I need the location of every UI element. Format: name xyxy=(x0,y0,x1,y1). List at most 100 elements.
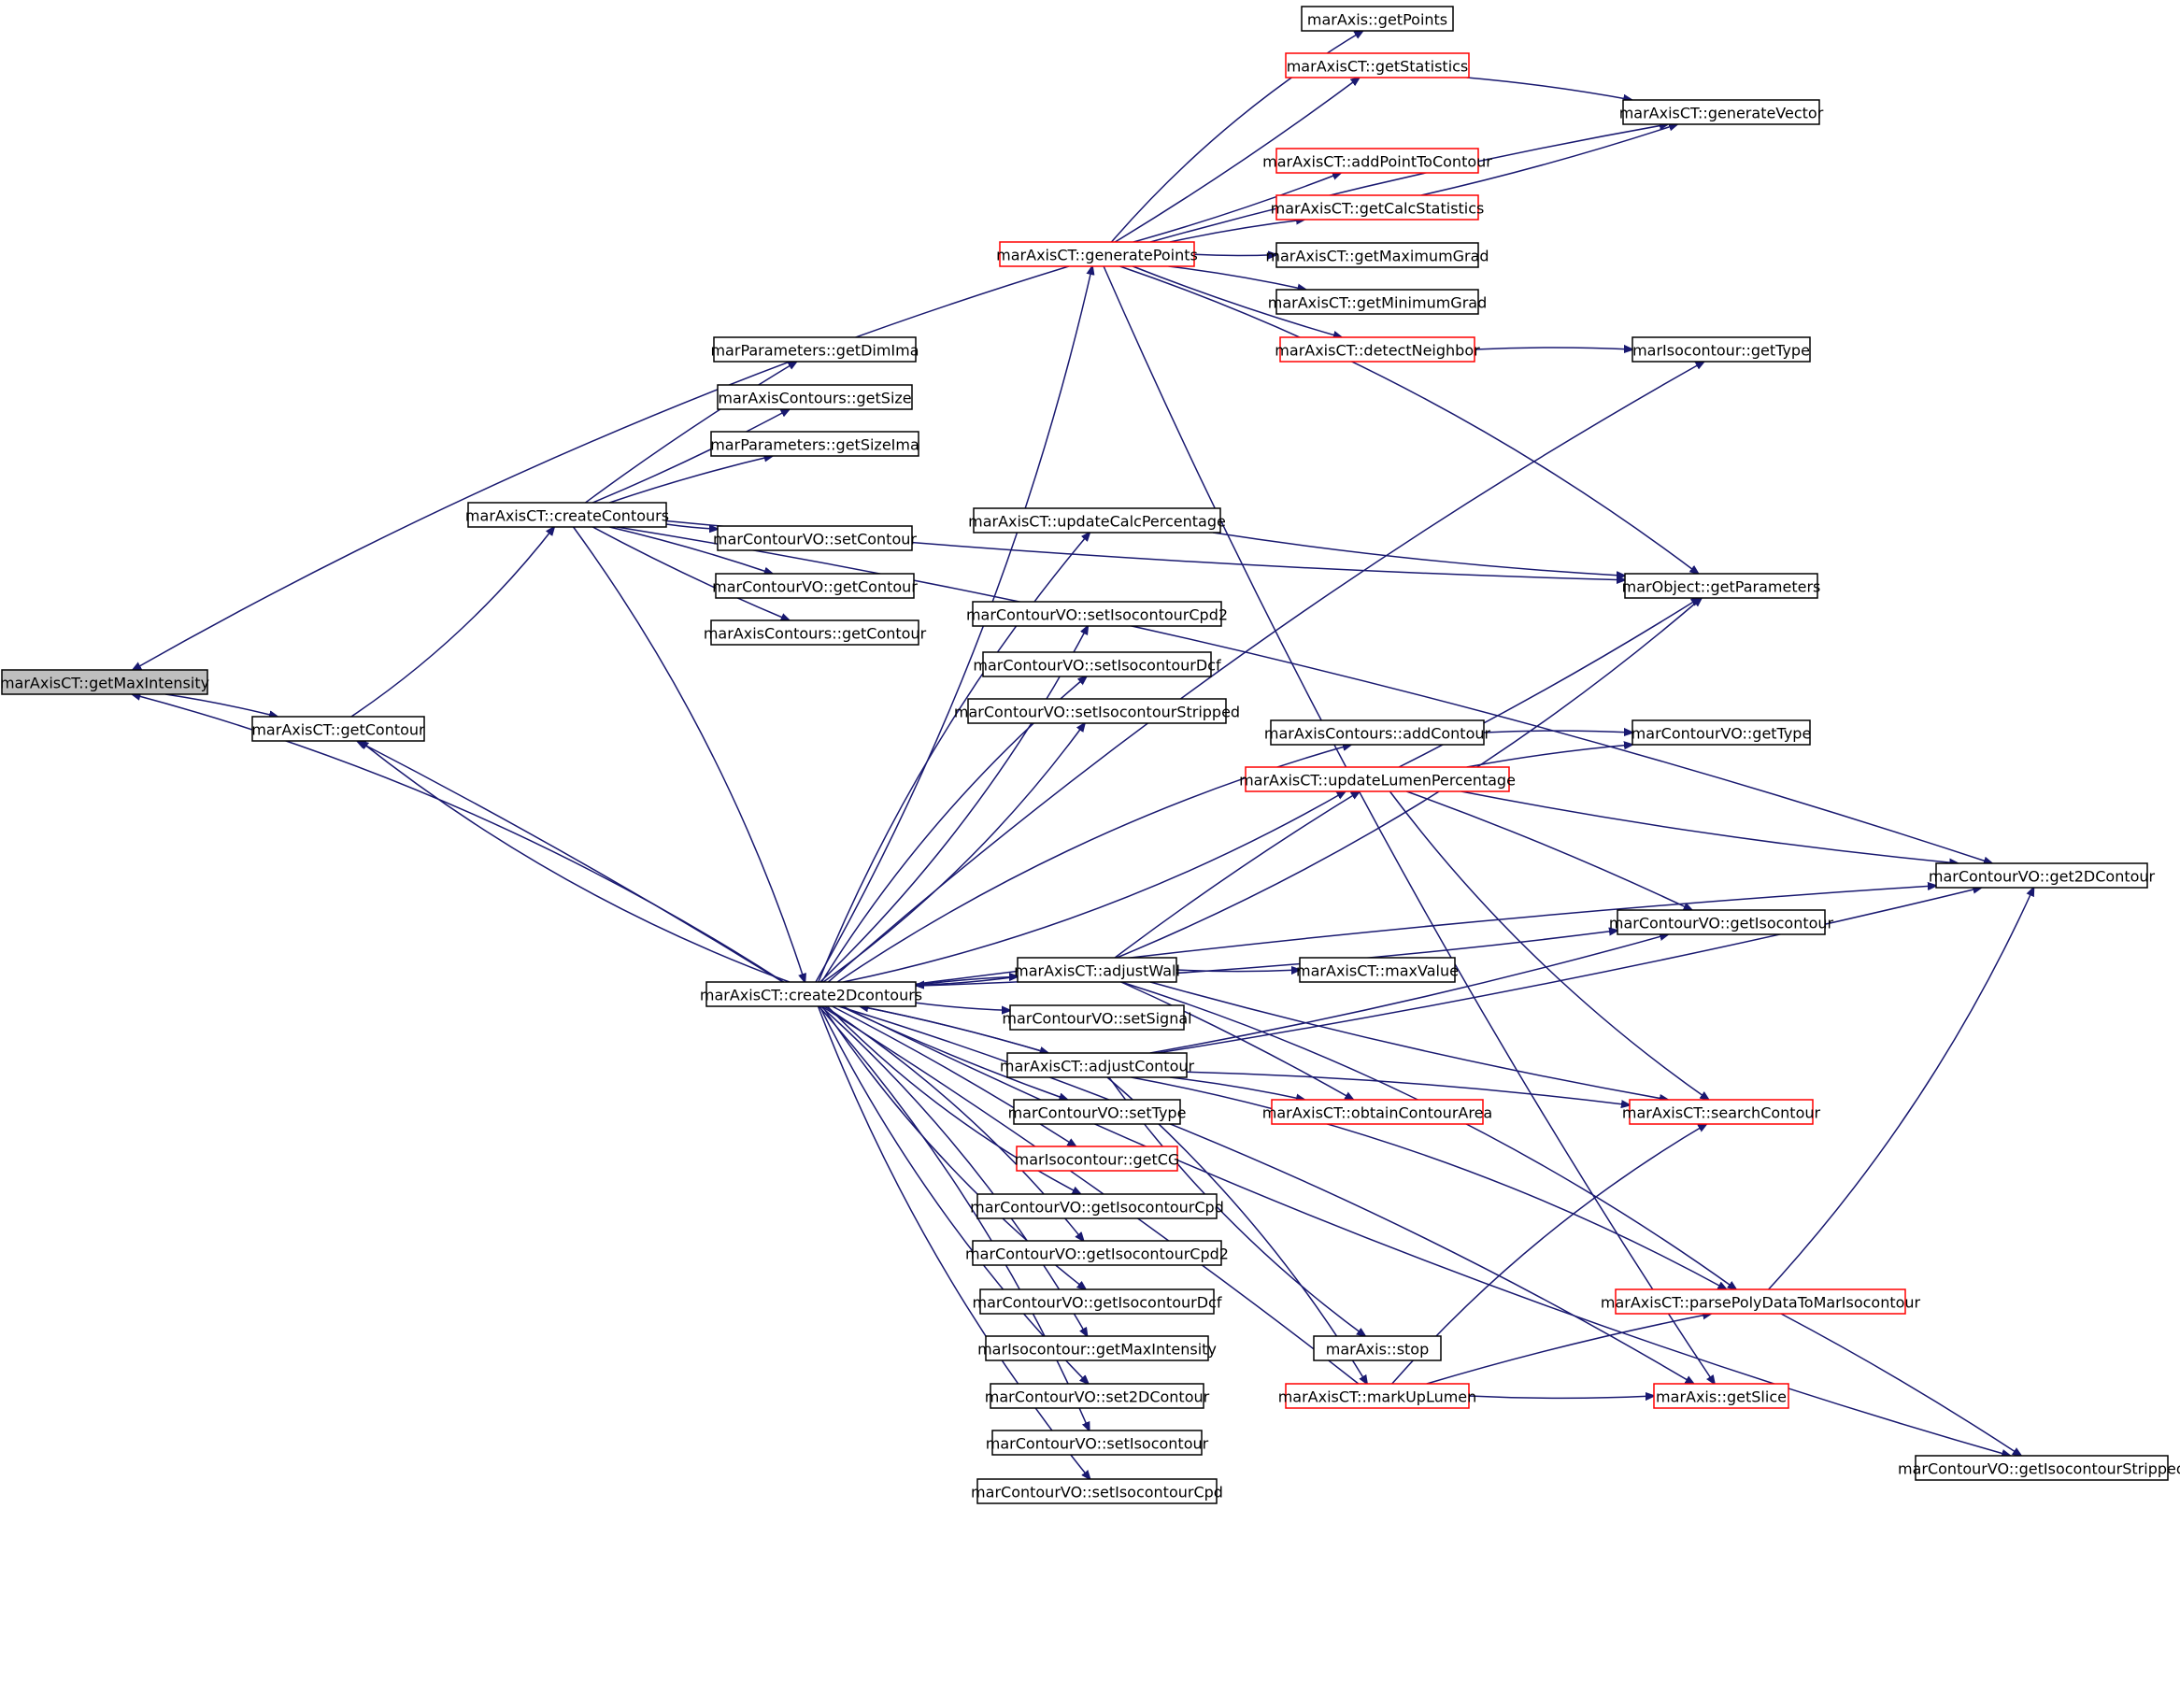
node-box-getStatistics[interactable] xyxy=(1285,52,1470,78)
node-create2Dcontours[interactable]: marAxisCT::create2Dcontours xyxy=(700,981,922,1007)
node-box-getIsocontour[interactable] xyxy=(1617,909,1826,935)
node-box-getCalcStatistics[interactable] xyxy=(1275,194,1479,221)
node-voGetType[interactable]: marContourVO::getType xyxy=(1631,719,1812,746)
node-box-parsePolyData[interactable] xyxy=(1615,1288,1906,1315)
node-box-setIsocontour[interactable] xyxy=(991,1430,1203,1456)
node-box-getMaxIntensity[interactable] xyxy=(1,669,208,695)
node-box-adjustWall[interactable] xyxy=(1017,957,1177,983)
node-box-create2Dcontours[interactable] xyxy=(705,981,917,1007)
node-isoGetMaxIntensity[interactable]: marIsocontour::getMaxIntensity xyxy=(977,1335,1217,1361)
node-setSignal[interactable]: marContourVO::setSignal xyxy=(1002,1004,1192,1031)
node-searchContour[interactable]: marAxisCT::searchContour xyxy=(1622,1099,1821,1125)
node-detectNeighbor[interactable]: marAxisCT::detectNeighbor xyxy=(1275,336,1480,363)
node-isoGetType[interactable]: marIsocontour::getType xyxy=(1631,336,1811,363)
node-getIsocontour[interactable]: marContourVO::getIsocontour xyxy=(1609,909,1834,935)
node-box-getIsocontourCpd2[interactable] xyxy=(972,1240,1222,1266)
node-getContour[interactable]: marAxisCT::getContour xyxy=(251,716,425,742)
node-getStatistics[interactable]: marAxisCT::getStatistics xyxy=(1285,52,1470,78)
node-adjustContour[interactable]: marAxisCT::adjustContour xyxy=(1000,1052,1195,1078)
node-getParameters[interactable]: marObject::getParameters xyxy=(1622,573,1821,599)
node-box-getDimIma[interactable] xyxy=(713,336,917,363)
node-box-getParameters[interactable] xyxy=(1624,573,1818,599)
node-box-set2DContour[interactable] xyxy=(990,1383,1204,1409)
node-set2DContour[interactable]: marContourVO::set2DContour xyxy=(985,1383,1210,1409)
node-box-getContour[interactable] xyxy=(251,716,425,742)
node-box-generateVector[interactable] xyxy=(1622,99,1820,125)
node-box-axisStop[interactable] xyxy=(1313,1335,1442,1361)
node-box-getSizeIma[interactable] xyxy=(710,431,919,457)
node-updateLumenPercentage[interactable]: marAxisCT::updateLumenPercentage xyxy=(1239,766,1516,792)
node-getIsocontourDcf[interactable]: marContourVO::getIsocontourDcf xyxy=(973,1288,1222,1315)
node-box-setIsocontourCpd2[interactable] xyxy=(972,601,1222,627)
node-box-getIsocontourCpd[interactable] xyxy=(976,1193,1218,1219)
node-box-isoGetMaxIntensity[interactable] xyxy=(985,1335,1209,1361)
node-getCalcStatistics[interactable]: marAxisCT::getCalcStatistics xyxy=(1271,194,1485,221)
node-box-setIsocontourCpd[interactable] xyxy=(976,1478,1218,1504)
node-box-setType[interactable] xyxy=(1013,1099,1181,1125)
node-adjustWall[interactable]: marAxisCT::adjustWall xyxy=(1014,957,1180,983)
node-box-getMinimumGrad[interactable] xyxy=(1275,289,1479,315)
node-setIsocontourCpd2[interactable]: marContourVO::setIsocontourCpd2 xyxy=(966,601,1228,627)
node-getSlice[interactable]: marAxis::getSlice xyxy=(1653,1383,1789,1409)
node-getMaximumGrad[interactable]: marAxisCT::getMaximumGrad xyxy=(1265,242,1489,268)
node-createContours[interactable]: marAxisCT::createContours xyxy=(465,502,669,528)
node-getIsocontourStripped[interactable]: marContourVO::getIsocontourStripped xyxy=(1898,1455,2180,1481)
node-box-setSignal[interactable] xyxy=(1009,1004,1185,1031)
node-getMinimumGrad[interactable]: marAxisCT::getMinimumGrad xyxy=(1268,289,1488,315)
node-addContour[interactable]: marAxisContours::addContour xyxy=(1264,719,1491,746)
node-acGetSize[interactable]: marAxisContours::getSize xyxy=(717,384,913,410)
node-setIsocontour[interactable]: marContourVO::setIsocontour xyxy=(986,1430,1209,1456)
node-box-maxValue[interactable] xyxy=(1299,957,1456,983)
node-getMaxIntensity[interactable]: marAxisCT::getMaxIntensity xyxy=(0,669,209,695)
node-getIsocontourCpd[interactable]: marContourVO::getIsocontourCpd xyxy=(970,1193,1224,1219)
node-box-getIsocontourStripped[interactable] xyxy=(1915,1455,2169,1481)
node-setType[interactable]: marContourVO::setType xyxy=(1008,1099,1187,1125)
node-get2DContour[interactable]: marContourVO::get2DContour xyxy=(1929,862,2156,889)
node-box-acGetSize[interactable] xyxy=(717,384,913,410)
node-setIsocontourStripped[interactable]: marContourVO::setIsocontourStripped xyxy=(954,698,1240,724)
node-box-isoGetType[interactable] xyxy=(1631,336,1811,363)
node-box-getSlice[interactable] xyxy=(1653,1383,1789,1409)
node-box-getPoints[interactable] xyxy=(1301,6,1454,32)
node-box-acGetContour[interactable] xyxy=(710,619,919,646)
node-axisStop[interactable]: marAxis::stop xyxy=(1313,1335,1442,1361)
node-voSetContour[interactable]: marContourVO::setContour xyxy=(713,525,917,551)
node-getDimIma[interactable]: marParameters::getDimIma xyxy=(710,336,919,363)
node-voGetContour[interactable]: marContourVO::getContour xyxy=(712,573,918,599)
node-box-detectNeighbor[interactable] xyxy=(1279,336,1475,363)
node-box-voGetContour[interactable] xyxy=(715,573,915,599)
node-getSizeIma[interactable]: marParameters::getSizeIma xyxy=(710,431,919,457)
node-box-get2DContour[interactable] xyxy=(1935,862,2148,889)
node-updateCalcPercentage[interactable]: marAxisCT::updateCalcPercentage xyxy=(968,507,1226,534)
node-box-markUpLumen[interactable] xyxy=(1285,1383,1470,1409)
node-setIsocontourCpd[interactable]: marContourVO::setIsocontourCpd xyxy=(971,1478,1223,1504)
node-addPointToContour[interactable]: marAxisCT::addPointToContour xyxy=(1262,148,1492,174)
node-box-obtainContourArea[interactable] xyxy=(1271,1099,1484,1125)
node-box-createContours[interactable] xyxy=(467,502,667,528)
node-box-addContour[interactable] xyxy=(1270,719,1485,746)
node-box-voGetType[interactable] xyxy=(1631,719,1811,746)
node-box-voSetContour[interactable] xyxy=(717,525,913,551)
node-obtainContourArea[interactable]: marAxisCT::obtainContourArea xyxy=(1262,1099,1492,1125)
node-box-generatePoints[interactable] xyxy=(999,241,1195,267)
node-box-updateCalcPercentage[interactable] xyxy=(973,507,1221,534)
node-getPoints[interactable]: marAxis::getPoints xyxy=(1301,6,1454,32)
node-box-getCG[interactable] xyxy=(1016,1146,1178,1172)
node-box-getIsocontourDcf[interactable] xyxy=(979,1288,1215,1315)
node-parsePolyData[interactable]: marAxisCT::parsePolyDataToMarIsocontour xyxy=(1601,1288,1921,1315)
node-box-getMaximumGrad[interactable] xyxy=(1275,242,1479,268)
node-getIsocontourCpd2[interactable]: marContourVO::getIsocontourCpd2 xyxy=(965,1240,1229,1266)
node-box-updateLumenPercentage[interactable] xyxy=(1245,766,1510,792)
node-box-setIsocontourStripped[interactable] xyxy=(967,698,1227,724)
node-box-adjustContour[interactable] xyxy=(1006,1052,1188,1078)
node-setIsocontourDcf[interactable]: marContourVO::setIsocontourDcf xyxy=(973,651,1221,677)
node-acGetContour[interactable]: marAxisContours::getContour xyxy=(704,619,927,646)
node-box-searchContour[interactable] xyxy=(1629,1099,1814,1125)
node-box-setIsocontourDcf[interactable] xyxy=(982,651,1212,677)
node-generateVector[interactable]: marAxisCT::generateVector xyxy=(1619,99,1824,125)
node-getCG[interactable]: marIsocontour::getCG xyxy=(1015,1146,1180,1172)
node-generatePoints[interactable]: marAxisCT::generatePoints xyxy=(996,241,1198,267)
node-maxValue[interactable]: marAxisCT::maxValue xyxy=(1296,957,1459,983)
node-markUpLumen[interactable]: marAxisCT::markUpLumen xyxy=(1278,1383,1477,1409)
node-box-addPointToContour[interactable] xyxy=(1275,148,1479,174)
